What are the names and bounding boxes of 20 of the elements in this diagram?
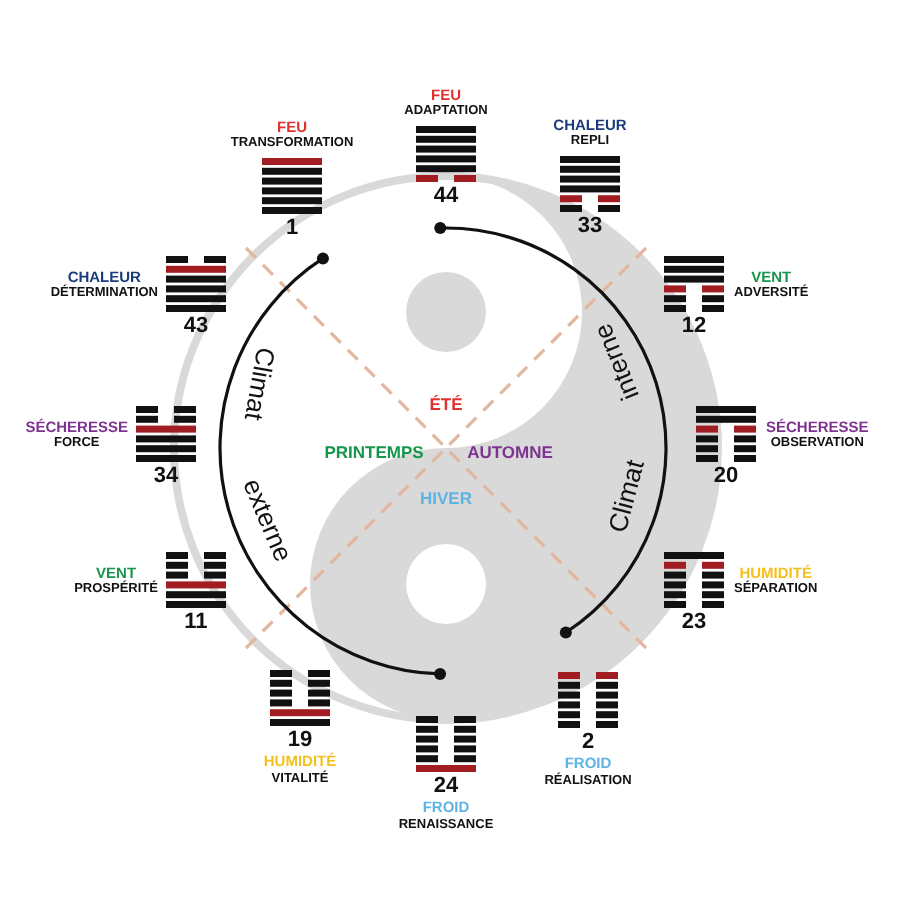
season-label: AUTOMNE: [467, 443, 553, 461]
season-label: ÉTÉ: [429, 395, 463, 413]
hexagram-number: 34: [153, 464, 179, 488]
hexagram-number: 19: [287, 728, 313, 752]
arc-label: Climat: [603, 457, 649, 535]
hexagram-number: 1: [285, 216, 299, 240]
arc-label: Climat: [240, 345, 280, 423]
hexagram-number: 11: [184, 610, 208, 634]
hexagram-number: 44: [433, 184, 459, 208]
hexagram-number: 24: [433, 774, 459, 798]
hexagram-number: 23: [681, 610, 707, 634]
hexagram-number: 12: [681, 314, 707, 338]
hexagram-number: 2: [581, 730, 595, 754]
arc-label: interne: [589, 320, 643, 404]
season-label: HIVER: [420, 489, 472, 507]
hexagram-number: 33: [577, 214, 603, 238]
hexagram-number: 43: [183, 314, 209, 338]
season-label: PRINTEMPS: [324, 443, 424, 461]
arc-label: externe: [239, 475, 297, 565]
hexagram-number: 20: [713, 464, 739, 488]
